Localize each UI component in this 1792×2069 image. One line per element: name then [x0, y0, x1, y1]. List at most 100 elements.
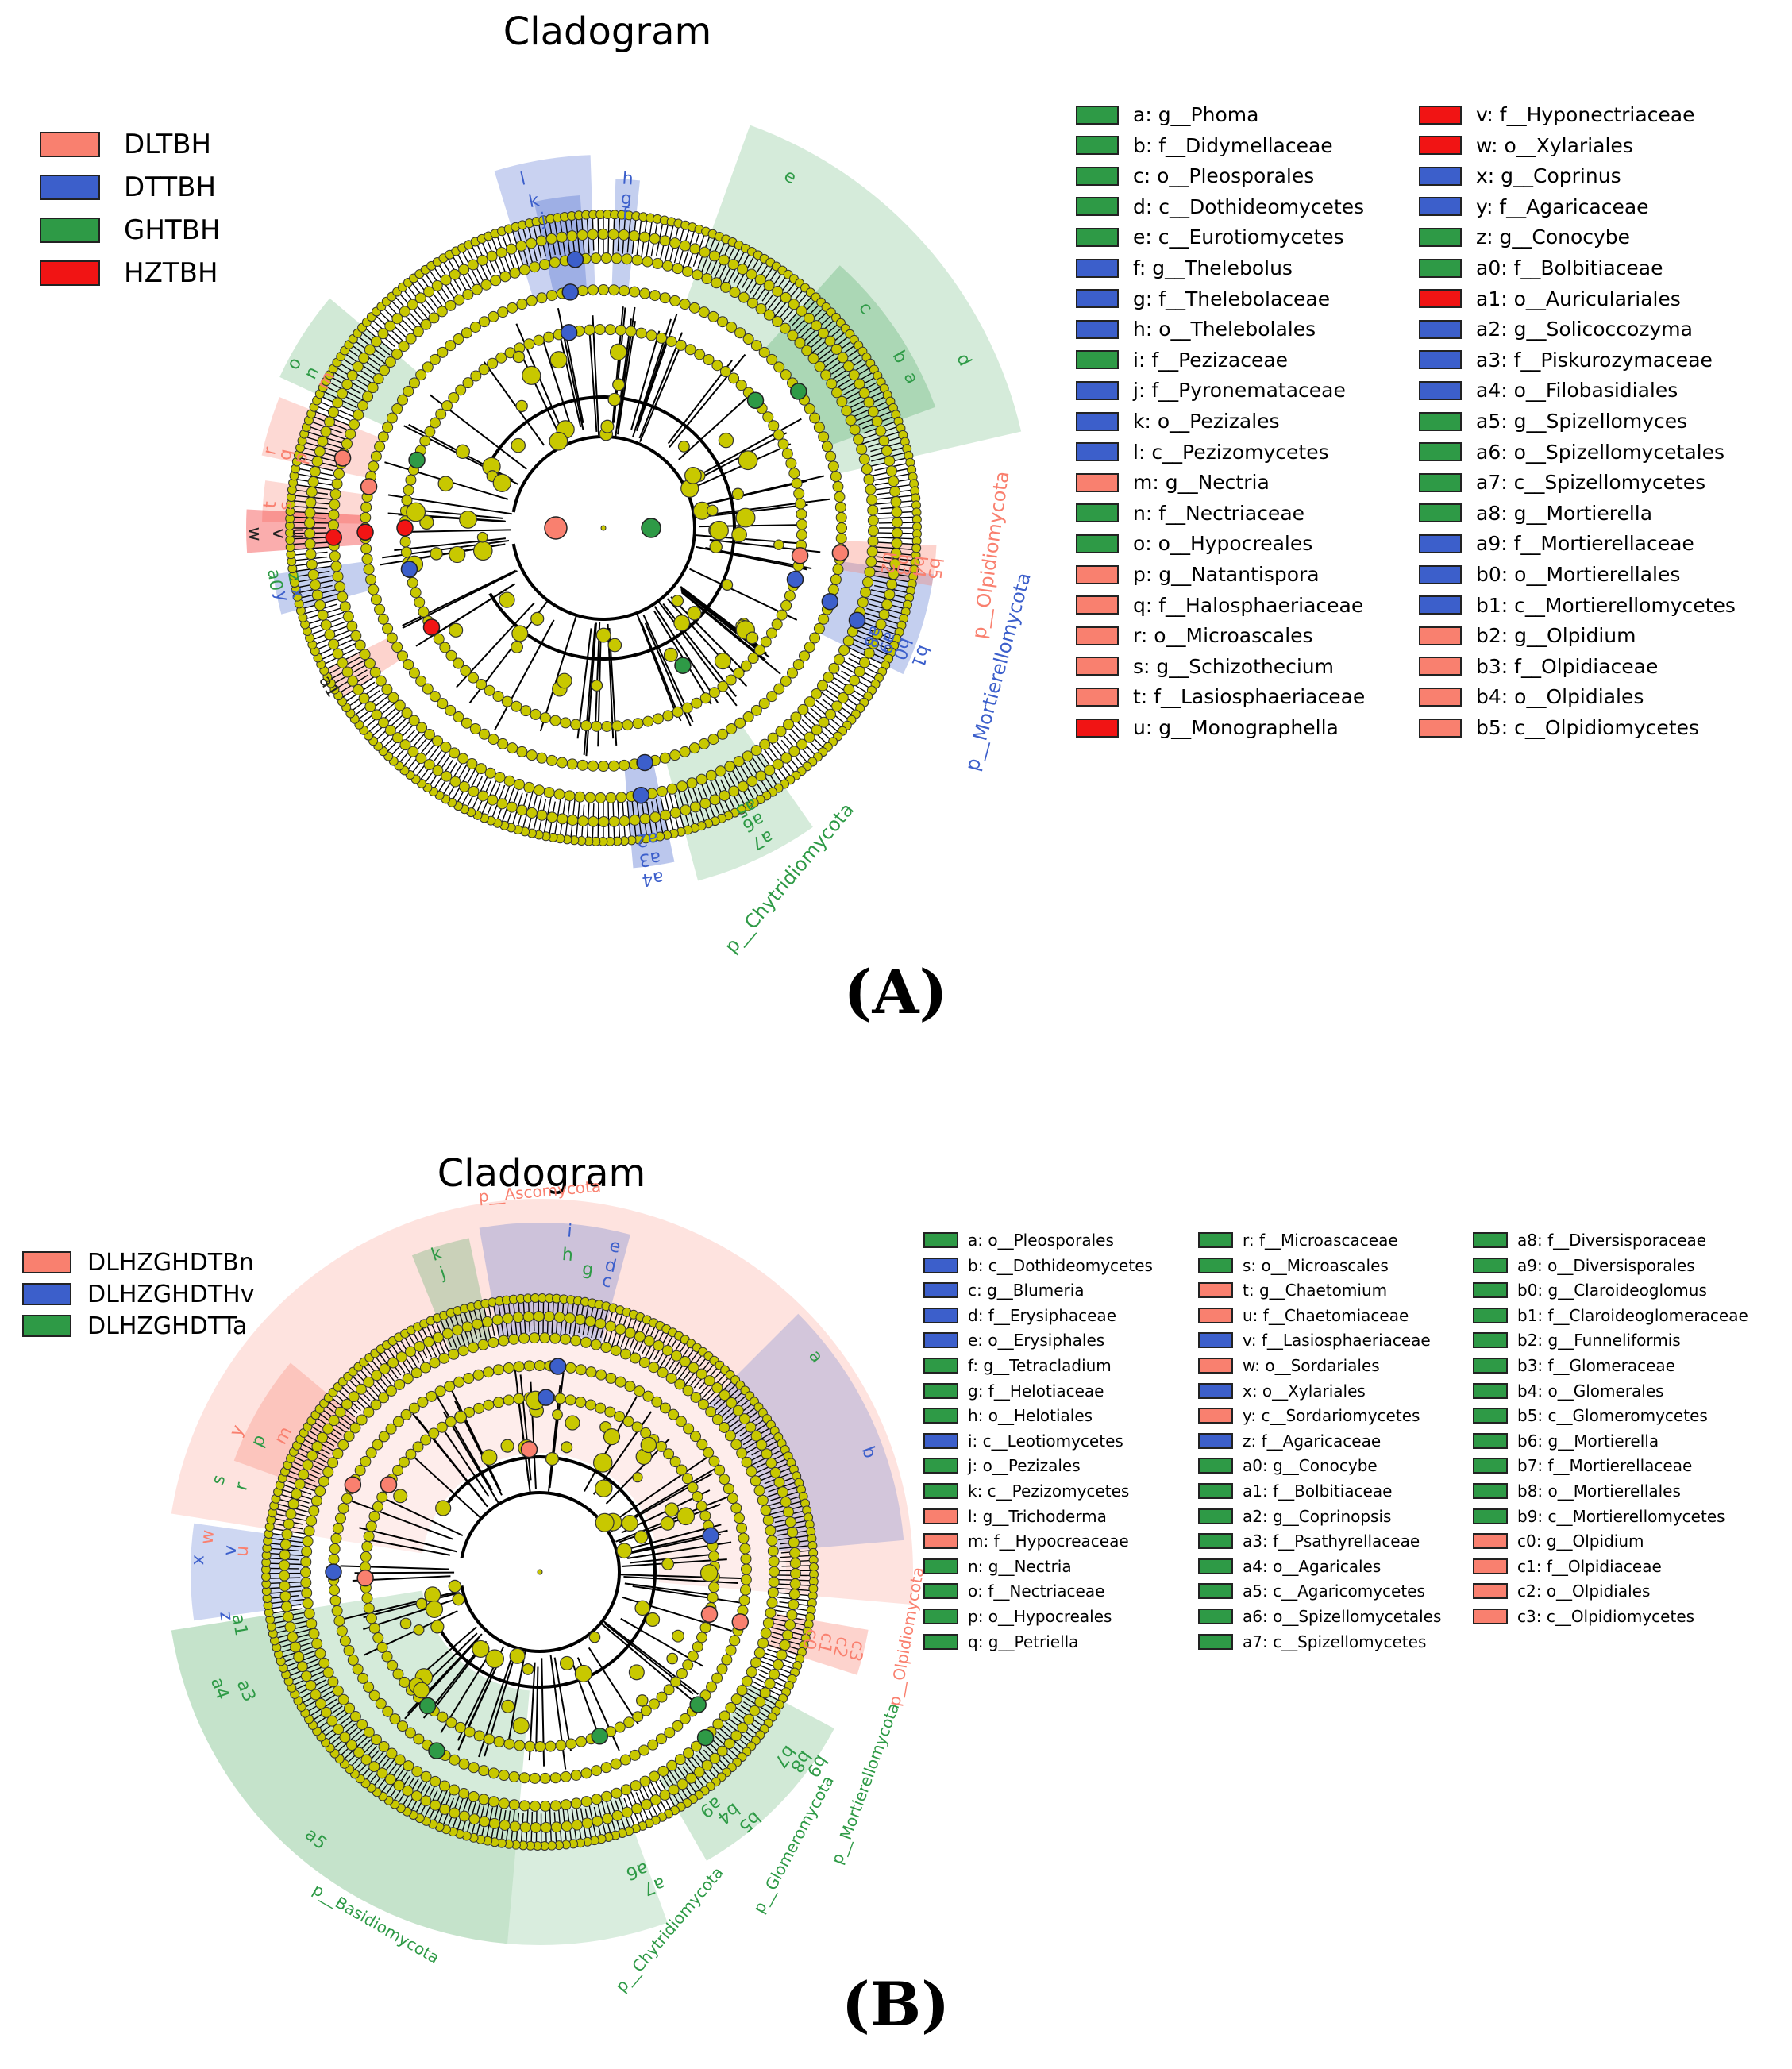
tree-node	[357, 1672, 369, 1684]
tree-node	[660, 1516, 675, 1531]
legend-label: DLHZGHDTHv	[87, 1280, 255, 1308]
tree-node	[699, 692, 711, 704]
tree-node	[811, 724, 823, 736]
tree-node	[549, 431, 568, 451]
tree-branch	[588, 329, 598, 432]
tree-node	[306, 1450, 318, 1462]
taxa-legend-item: a5: c__Agaricomycetes	[1198, 1582, 1425, 1601]
tree-node	[434, 1385, 446, 1397]
tree-node	[765, 1457, 777, 1469]
tree-node	[341, 1398, 353, 1410]
taxa-legend-item: r: f__Microascaceae	[1198, 1231, 1398, 1250]
tree-node	[347, 675, 359, 687]
tree-node	[688, 1362, 699, 1374]
tree-node	[816, 680, 828, 692]
clade-letter-label: a4	[641, 867, 665, 890]
legend-label: a6: o__Spizellomycetales	[1476, 440, 1725, 464]
tree-node	[639, 287, 651, 299]
tree-node	[530, 1821, 541, 1833]
legend-swatch	[1198, 1408, 1233, 1424]
legend-label: m: f__Hypocreaceae	[968, 1532, 1129, 1551]
tree-node	[417, 1396, 429, 1408]
clade-letter-label: e	[607, 1236, 622, 1258]
tree-node	[730, 1502, 742, 1514]
tree-node	[630, 1780, 642, 1792]
tree-node	[719, 1389, 730, 1401]
tree-branch	[565, 333, 584, 424]
tree-node	[291, 1488, 303, 1500]
legend-swatch	[1076, 718, 1119, 738]
tree-node	[711, 360, 723, 372]
tree-node	[393, 1489, 408, 1504]
legend-label: n: g__Nectria	[968, 1556, 1072, 1576]
taxa-legend-item: d: f__Erysiphaceae	[923, 1306, 1116, 1325]
tree-node	[399, 1617, 412, 1630]
tree-node	[353, 1747, 365, 1759]
tree-node	[576, 229, 588, 241]
tree-node	[473, 1730, 485, 1742]
tree-node	[687, 1650, 699, 1662]
group-legend-item: DLHZGHDTBn	[22, 1246, 254, 1278]
tree-node	[766, 353, 778, 365]
tree-node	[703, 353, 715, 365]
legend-label: a6: o__Spizellomycetales	[1243, 1607, 1442, 1626]
legend-swatch	[1076, 503, 1119, 523]
tree-node	[600, 419, 615, 433]
tree-node	[717, 316, 728, 328]
legend-label: v: f__Lasiosphaeriaceae	[1243, 1331, 1431, 1350]
taxa-legend-item: e: o__Erysiphales	[923, 1331, 1104, 1350]
tree-node	[689, 1431, 701, 1443]
tree-node	[463, 1372, 475, 1384]
tree-node	[310, 1495, 322, 1507]
tree-branch	[692, 418, 802, 480]
taxa-legend-item: z: f__Agaricaceae	[1198, 1431, 1381, 1451]
tree-node	[362, 391, 374, 403]
legend-swatch	[1419, 136, 1462, 156]
clade-letter-label: c1	[813, 1631, 838, 1655]
tree-node	[566, 230, 578, 242]
tree-node	[360, 543, 372, 555]
tree-node	[574, 791, 586, 803]
tree-node	[560, 1799, 572, 1811]
tree-node	[356, 399, 368, 411]
tree-node	[789, 1567, 801, 1579]
tree-node	[809, 412, 821, 424]
legend-label: a1: o__Auriculariales	[1476, 287, 1681, 310]
tree-node	[420, 1795, 432, 1807]
legend-label: a4: o__Agaricales	[1243, 1556, 1382, 1576]
legend-swatch	[1473, 1282, 1508, 1299]
legend-label: b2: g__Olpidium	[1476, 624, 1636, 648]
tree-node	[305, 1679, 317, 1691]
legend-label: s: g__Schizothecium	[1133, 654, 1335, 678]
tree-node	[867, 406, 879, 418]
legend-label: a5: c__Agaricomycetes	[1243, 1582, 1425, 1601]
tree-node	[441, 400, 453, 412]
tree-node	[368, 1761, 380, 1773]
tree-branch	[629, 1553, 719, 1564]
tree-node	[779, 1639, 791, 1651]
tree-node	[758, 698, 770, 710]
tree-node	[621, 1514, 638, 1532]
tree-node	[689, 801, 701, 813]
tree-node	[609, 343, 627, 361]
legend-label: c3: c__Olpidiomycetes	[1517, 1607, 1695, 1626]
tree-branch	[535, 1666, 539, 1752]
tree-highlighted-node	[549, 1358, 567, 1375]
legend-swatch	[1076, 258, 1119, 278]
tree-node	[608, 284, 620, 296]
tree-node	[619, 285, 630, 297]
clade-letter-label: j	[538, 210, 548, 230]
tree-node	[639, 1775, 651, 1787]
tree-node	[381, 684, 393, 695]
tree-node	[509, 267, 521, 279]
legend-label: a0: g__Conocybe	[1243, 1456, 1378, 1476]
tree-node	[408, 715, 420, 726]
tree-node	[884, 455, 896, 467]
tree-highlighted-node	[789, 383, 807, 400]
tree-node	[771, 618, 783, 630]
tree-node	[671, 595, 684, 607]
tree-node	[515, 240, 527, 252]
tree-node	[398, 341, 410, 353]
legend-label: DLHZGHDTBn	[87, 1248, 254, 1277]
